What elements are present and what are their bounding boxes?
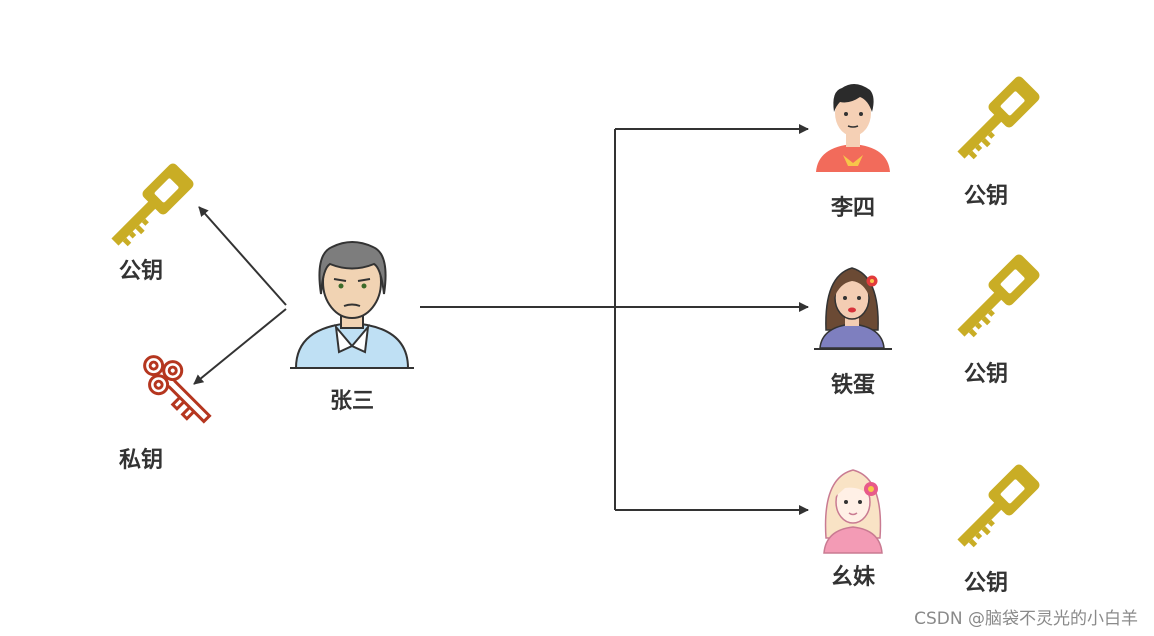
sender-name: 张三 [330,389,374,414]
recipient-yaomei-name: 幺妹 [831,564,876,590]
recipient-yaomei: 幺妹 公钥 [823,462,1042,596]
recipient-yaomei-public-key: 公钥 [949,462,1042,596]
public-key-icon [949,462,1042,555]
sender-private-key: 私钥 [119,355,212,473]
recipient-lisi-public-key: 公钥 [949,74,1042,209]
arrow-to-public-key [198,206,287,306]
recipient-lisi: 李四 公钥 [816,74,1042,221]
sender-zhangsan: 张三 [290,241,414,414]
public-key-icon [949,74,1042,167]
girl-avatar-icon [823,469,883,554]
public-key-icon [949,252,1042,345]
public-key-icon [103,161,196,254]
recipient-lisi-name: 李四 [830,196,875,221]
recipient-tiedan-key-label: 公钥 [964,361,1008,387]
sender-private-key-label: 私钥 [119,447,163,473]
man-avatar-icon [290,241,414,369]
recipient-yaomei-key-label: 公钥 [964,570,1008,596]
sender-public-key-label: 公钥 [119,258,163,284]
arrow-to-private-key [193,308,287,385]
private-key-icon [143,355,212,424]
watermark: CSDN @脑袋不灵光的小白羊 [914,609,1138,629]
recipient-lisi-key-label: 公钥 [964,183,1008,209]
young-man-avatar-icon [816,83,890,172]
recipient-tiedan-public-key: 公钥 [949,252,1042,387]
sender-public-key: 公钥 [103,161,196,284]
recipient-tiedan: 铁蛋 公钥 [814,252,1042,398]
woman-avatar-icon [814,267,892,350]
recipient-tiedan-name: 铁蛋 [831,372,875,398]
arrows [193,124,809,515]
